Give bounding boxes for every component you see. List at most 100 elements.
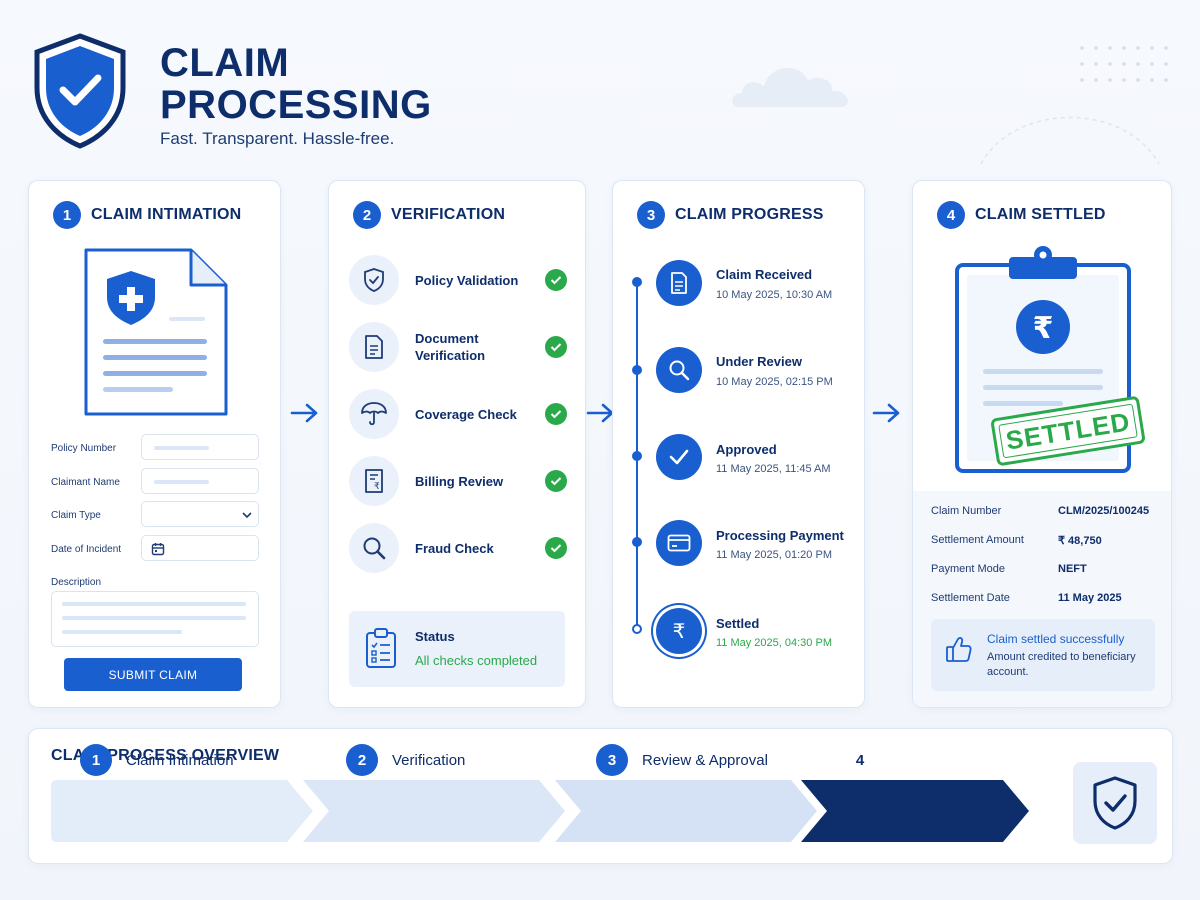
verification-item: ₹ Billing Review <box>349 455 567 507</box>
document-icon <box>656 260 702 306</box>
progress-item-time: 11 May 2025, 11:45 AM <box>716 463 831 475</box>
check-icon <box>656 434 702 480</box>
card-title: CLAIM INTIMATION <box>91 206 242 223</box>
detail-label: Claim Number <box>931 505 1002 517</box>
chevron-down-icon <box>242 512 252 519</box>
thumbs-up-icon <box>946 637 972 662</box>
date-of-incident-label: Date of Incident <box>51 544 122 555</box>
success-text: Amount credited to beneficiary account. <box>987 651 1136 678</box>
document-icon <box>349 322 399 372</box>
shield-check-icon <box>349 255 399 305</box>
detail-value: 11 May 2025 <box>1058 592 1122 604</box>
detail-value: CLM/2025/100245 <box>1058 505 1150 517</box>
detail-label: Payment Mode <box>931 563 1005 575</box>
verification-item: Coverage Check <box>349 388 567 440</box>
description-label: Description <box>51 577 102 588</box>
status-value: All checks completed <box>415 653 538 668</box>
policy-number-input[interactable] <box>141 434 259 460</box>
claim-settled-card: 4 CLAIM SETTLED ₹ SETTLED Claim Number C… <box>912 180 1172 708</box>
overview-step[interactable]: 2 Verification <box>346 729 465 791</box>
cloud-decoration-icon <box>728 55 858 116</box>
verification-card: 2 VERIFICATION Policy Validation Documen… <box>328 180 586 708</box>
svg-text:₹: ₹ <box>374 482 380 492</box>
overview-step-bg <box>51 780 313 842</box>
card-header: 3 CLAIM PROGRESS <box>637 201 824 229</box>
verification-item-label: Document Verification <box>415 331 486 363</box>
check-circle-icon <box>545 336 567 358</box>
success-title: Claim settled successfully <box>987 632 1125 646</box>
check-circle-icon <box>545 470 567 492</box>
page-title: CLAIM PROCESSING <box>160 41 432 127</box>
svg-text:₹: ₹ <box>673 619 686 643</box>
overview-step[interactable]: 1 Claim Intimation <box>80 729 234 791</box>
verification-item: Fraud Check <box>349 522 567 574</box>
arrow-right-icon <box>872 403 900 423</box>
overview-step-active[interactable]: 4 Settlement <box>844 729 962 791</box>
magnifier-icon <box>349 523 399 573</box>
progress-item-title: Under Review <box>716 354 802 369</box>
success-message: Claim settled successfully Amount credit… <box>931 619 1155 691</box>
card-header: 4 CLAIM SETTLED <box>937 201 1106 229</box>
arrow-right-icon <box>290 403 318 423</box>
step-number-badge: 4 <box>937 201 965 229</box>
submit-claim-button[interactable]: SUBMIT CLAIM <box>64 658 242 691</box>
step-number-badge: 1 <box>80 744 112 776</box>
overview-step-label: Verification <box>392 751 466 769</box>
policy-number-label: Policy Number <box>51 443 117 454</box>
timeline-dot <box>632 277 642 287</box>
verification-item-label: Fraud Check <box>415 540 494 556</box>
svg-text:₹: ₹ <box>1033 311 1054 346</box>
check-circle-icon <box>545 537 567 559</box>
claimant-name-label: Claimant Name <box>51 477 120 488</box>
step-number-badge: 2 <box>346 744 378 776</box>
overview-step-label: Review & Approval <box>642 751 768 769</box>
detail-label: Settlement Amount <box>931 534 1024 546</box>
timeline-dot <box>632 624 642 634</box>
verification-item-label: Policy Validation <box>415 272 519 288</box>
claim-intimation-card: 1 CLAIM INTIMATION Policy Number Claiman… <box>28 180 281 708</box>
step-number-badge: 2 <box>353 201 381 229</box>
progress-item-title: Processing Payment <box>716 528 844 543</box>
card-icon <box>656 520 702 566</box>
verification-item: Document Verification <box>349 321 567 373</box>
overview-step[interactable]: 3 Review & Approval <box>596 729 768 791</box>
clipboard-checklist-icon <box>366 628 396 668</box>
step-number-badge: 3 <box>596 744 628 776</box>
status-label: Status <box>415 629 455 644</box>
card-header: 2 VERIFICATION <box>353 201 505 229</box>
overview-step-label: Claim Intimation <box>126 751 234 769</box>
progress-item-title: Settled <box>716 616 760 631</box>
overview-step-bg <box>303 780 565 842</box>
process-overview-panel: CLAIM PROCESS OVERVIEW 1 Claim Intimatio… <box>28 728 1173 864</box>
claimant-name-input[interactable] <box>141 468 259 494</box>
verification-item-label: Coverage Check <box>415 406 517 422</box>
claim-type-select[interactable] <box>141 501 259 527</box>
shield-check-icon <box>1073 762 1157 844</box>
verification-item-label: Billing Review <box>415 473 504 489</box>
progress-item-title: Claim Received <box>716 267 813 282</box>
claim-document-icon <box>83 247 229 422</box>
status-box: Status All checks completed <box>349 611 565 687</box>
date-of-incident-input[interactable] <box>141 535 259 561</box>
detail-label: Settlement Date <box>931 592 1010 604</box>
dot-grid-decoration <box>1078 44 1174 93</box>
progress-item-time: 10 May 2025, 02:15 PM <box>716 376 833 388</box>
arc-decoration <box>975 108 1165 173</box>
overview-step-bg <box>555 780 817 842</box>
shield-logo-icon <box>30 32 130 150</box>
progress-item-time: 11 May 2025, 01:20 PM <box>716 549 832 561</box>
check-circle-icon <box>545 403 567 425</box>
card-header: 1 CLAIM INTIMATION <box>53 201 241 229</box>
step-number-badge: 1 <box>53 201 81 229</box>
progress-item-title: Approved <box>716 442 777 457</box>
progress-item-time: 10 May 2025, 10:30 AM <box>716 289 833 301</box>
detail-value: NEFT <box>1058 563 1087 575</box>
calendar-icon <box>151 543 165 556</box>
timeline-dot <box>632 451 642 461</box>
card-title: VERIFICATION <box>391 206 506 223</box>
umbrella-icon <box>349 389 399 439</box>
claim-type-label: Claim Type <box>51 510 101 521</box>
rupee-icon: ₹ <box>656 608 702 654</box>
description-textarea[interactable] <box>51 591 259 647</box>
verification-item: Policy Validation <box>349 254 567 306</box>
